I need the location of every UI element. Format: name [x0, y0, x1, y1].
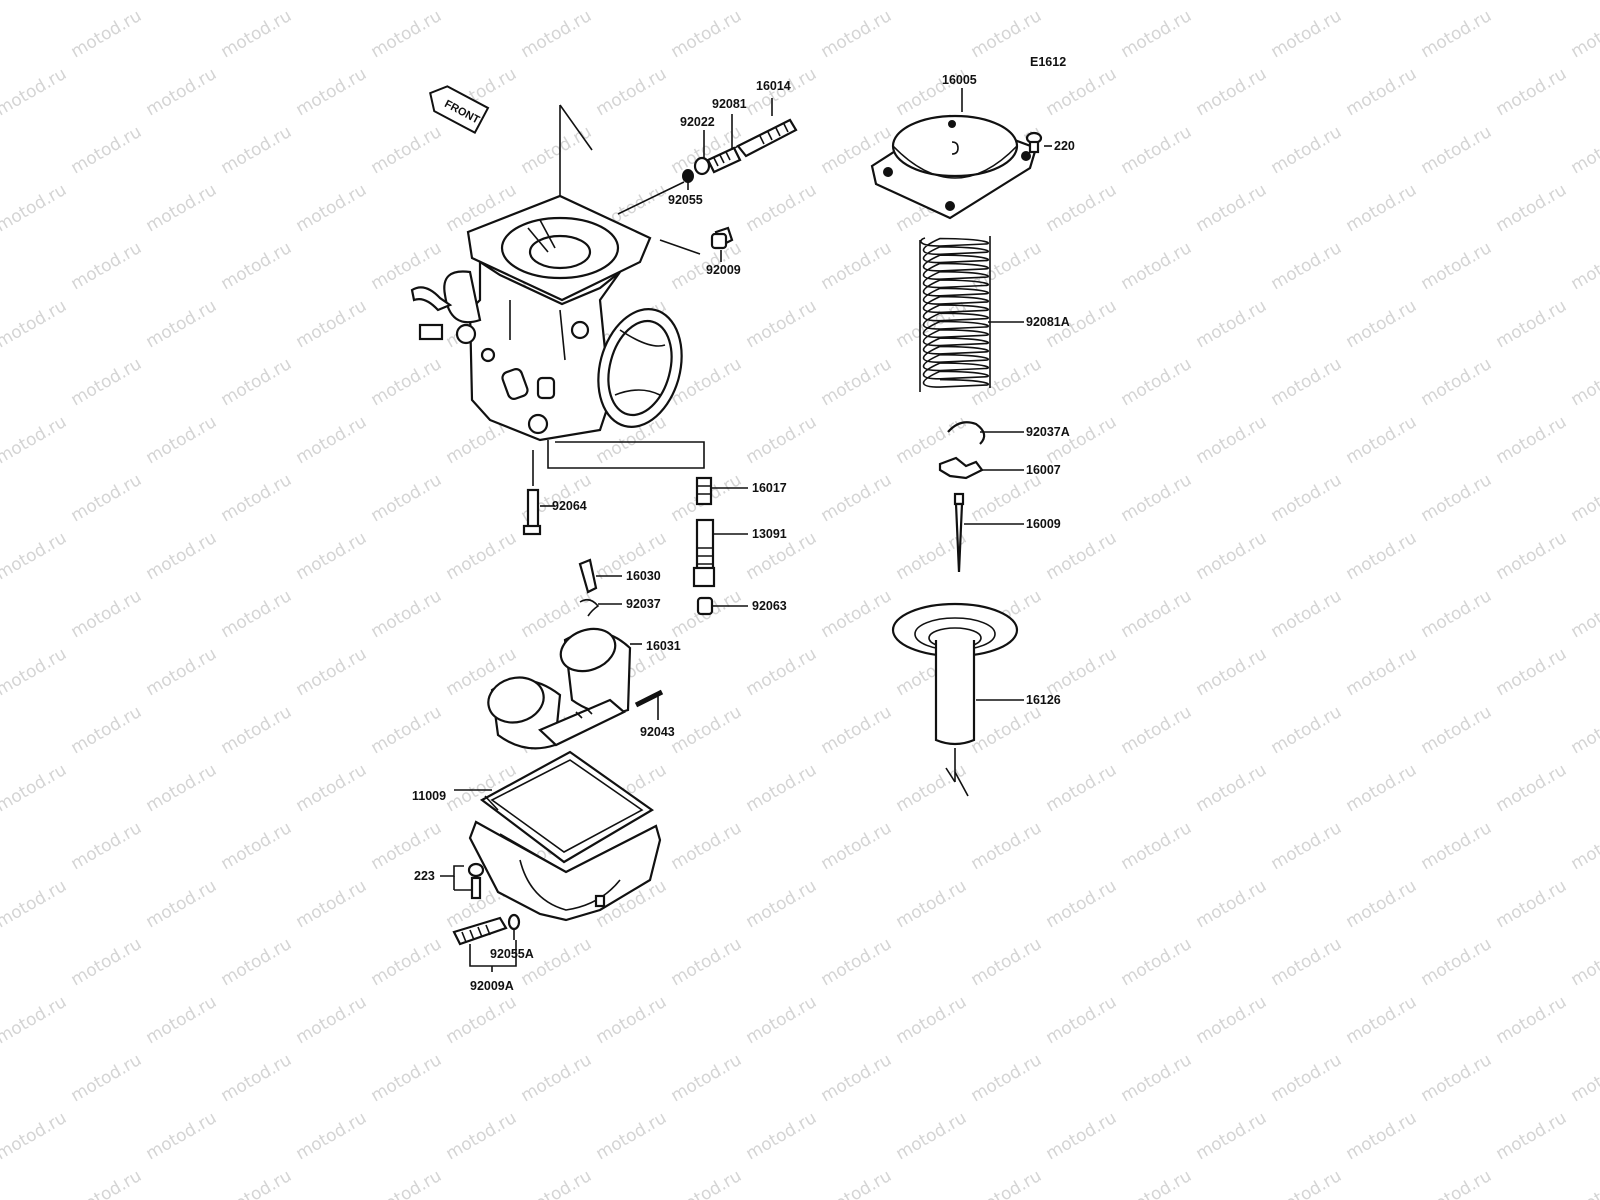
- part-label-92037: 92037: [626, 597, 661, 611]
- part-label-92081a: 92081A: [1026, 315, 1070, 329]
- jet-stack: [522, 440, 716, 616]
- leader-lines-right: [961, 88, 1052, 701]
- part-label-92081: 92081: [712, 97, 747, 111]
- float-bowl: [452, 750, 662, 946]
- carburetor-body: [410, 104, 683, 442]
- leader-lines-left: [440, 98, 773, 972]
- vacuum-chamber: [870, 114, 1043, 220]
- part-labels: 16014 92081 92022 92055 92009 92064 16017 13091…: [412, 73, 1075, 993]
- part-label-92043: 92043: [640, 725, 675, 739]
- part-label-220: 220: [1054, 139, 1075, 153]
- part-label-92009: 92009: [706, 263, 741, 277]
- part-label-92064: 92064: [552, 499, 587, 513]
- float-valve: [578, 558, 600, 617]
- part-label-92009a: 92009A: [470, 979, 514, 993]
- spring: [919, 236, 991, 392]
- part-label-16007: 16007: [1026, 463, 1061, 477]
- spring-outline: [919, 236, 991, 392]
- part-label-92022: 92022: [680, 115, 715, 129]
- part-label-16009: 16009: [1026, 517, 1061, 531]
- part-label-92063: 92063: [752, 599, 787, 613]
- part-label-92055a: 92055A: [490, 947, 534, 961]
- float: [487, 627, 664, 750]
- pilot-screw-assembly: [617, 118, 798, 255]
- part-label-92055: 92055: [668, 193, 703, 207]
- part-label-16126: 16126: [1026, 693, 1061, 707]
- part-label-16030: 16030: [626, 569, 661, 583]
- part-label-223: 223: [414, 869, 435, 883]
- part-label-16031: 16031: [646, 639, 681, 653]
- slide-needle: [891, 421, 1019, 797]
- part-label-13091: 13091: [752, 527, 787, 541]
- drawing-code: E1612: [1030, 55, 1066, 69]
- part-label-92037a: 92037A: [1026, 425, 1070, 439]
- front-arrow-icon: FRONT: [429, 85, 490, 135]
- part-label-16017: 16017: [752, 481, 787, 495]
- part-label-11009: 11009: [412, 789, 446, 803]
- part-label-16005: 16005: [942, 73, 977, 87]
- part-label-16014: 16014: [756, 79, 791, 93]
